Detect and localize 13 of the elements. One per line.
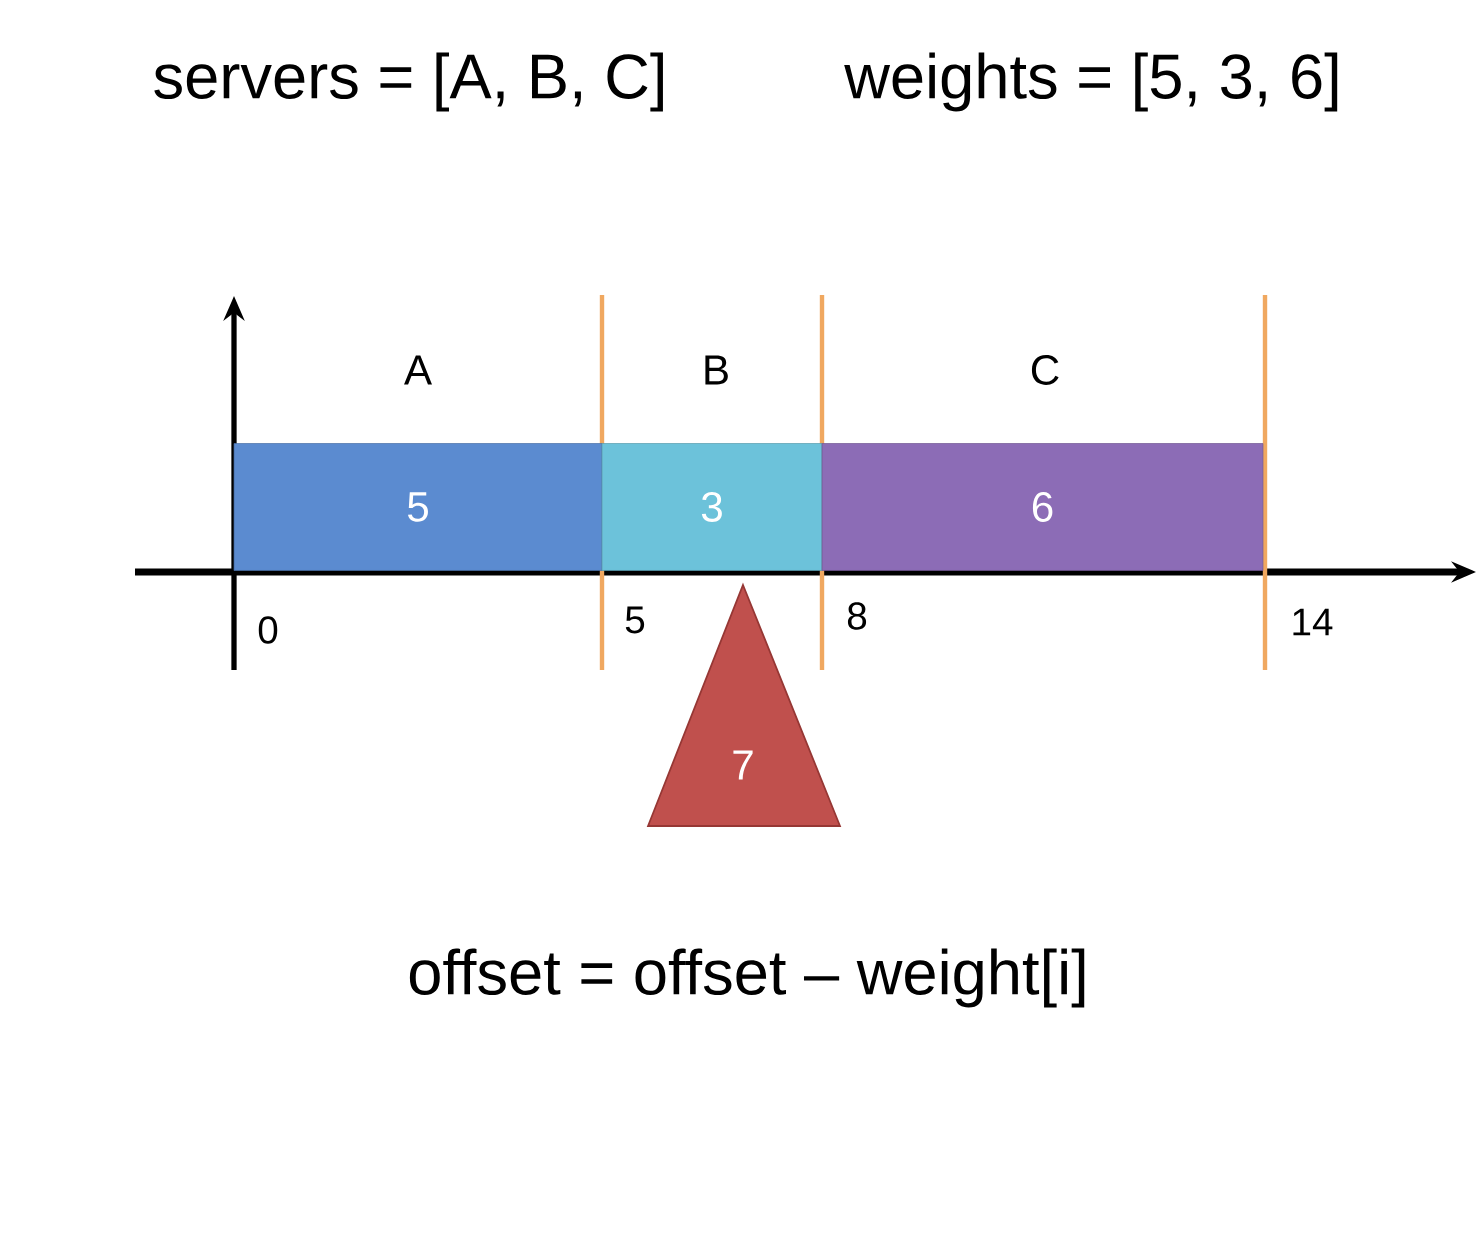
heading: servers = [A, B, C]	[154, 52, 663, 112]
bar: 5	[233, 443, 603, 571]
tick-label: 8	[847, 602, 867, 630]
heading: weights = [5, 3, 6]	[844, 52, 1338, 112]
tick-label: 0	[258, 616, 278, 644]
bar: 3	[601, 443, 823, 571]
tick-label: 5	[625, 606, 645, 634]
bar-label: C	[1031, 355, 1059, 385]
bar-label: B	[705, 355, 728, 385]
bar: 6	[821, 443, 1264, 571]
bar-label: A	[404, 355, 432, 385]
tick-label: 14	[1293, 608, 1333, 636]
formula-text: offset = offset – weight[i]	[409, 948, 1085, 1008]
